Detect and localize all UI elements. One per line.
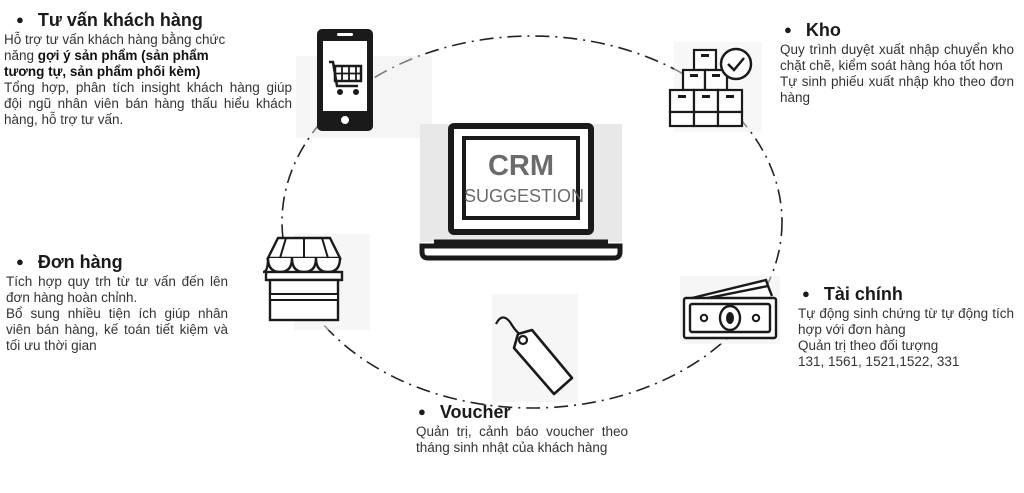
text-paragraph: Bổ sung nhiều tiện ích giúp nhân viên bá… [6,306,228,353]
section-title: ●Voucher [418,402,511,422]
bullet-icon: ● [418,404,426,419]
section-title: ●Đơn hàng [16,252,123,272]
price-tag-icon [488,294,580,406]
bullet-icon: ● [784,22,792,37]
money-bill-icon [680,276,780,344]
bullet-icon: ● [802,286,810,301]
phone-icon [316,28,374,132]
section-title: ●Tư vấn khách hàng [16,10,203,30]
section-title: ●Kho [784,20,841,40]
text-paragraph: Tự sinh phiếu xuất nhập kho theo đơn hàn… [780,74,1014,105]
bullet-icon: ● [16,254,24,269]
section-title: ●Tài chính [802,284,903,304]
text-line: Hỗ trợ tư vấn khách hàng bằng chức [4,32,226,47]
text-line: năng gợi ý sản phẩm (sản phẩm [4,48,209,63]
section-kho: ●Kho Quy trình duyệt xuất nhập chuyển kh… [780,20,1014,106]
center-subtitle: SUGGESTION [464,186,585,206]
center-title: CRM [487,150,555,182]
text-paragraph: Tích hợp quy trh từ tư vấn đến lên đơn h… [6,274,228,305]
section-voucher: ●Voucher Quản trị, cảnh báo voucher theo… [416,402,628,456]
text-paragraph: Quy trình duyệt xuất nhập chuyển kho chặ… [780,42,1014,73]
text-paragraph: Quản trị, cảnh báo voucher theo tháng si… [416,424,628,455]
text-paragraph: 131, 1561, 1521,1522, 331 [798,354,960,369]
section-tai-chinh: ●Tài chính Tự động sinh chứng từ tự động… [798,284,1014,370]
warehouse-boxes-icon [668,42,762,132]
storefront-icon [260,234,370,330]
bullet-icon: ● [16,12,24,27]
section-don-hang: ●Đơn hàng Tích hợp quy trh từ tư vấn đến… [6,252,228,354]
section-tu-van: ●Tư vấn khách hàng Hỗ trợ tư vấn khách h… [4,10,296,128]
laptop-icon [418,122,624,264]
text-paragraph: Tổng hợp, phân tích insight khách hàng g… [4,80,292,127]
text-paragraph: Quản trị theo đối tượng [798,338,939,353]
text-paragraph: Tự động sinh chứng từ tự động tích hợp v… [798,306,1014,337]
text-line: tương tự, sản phẩm phối kèm) [4,64,201,79]
